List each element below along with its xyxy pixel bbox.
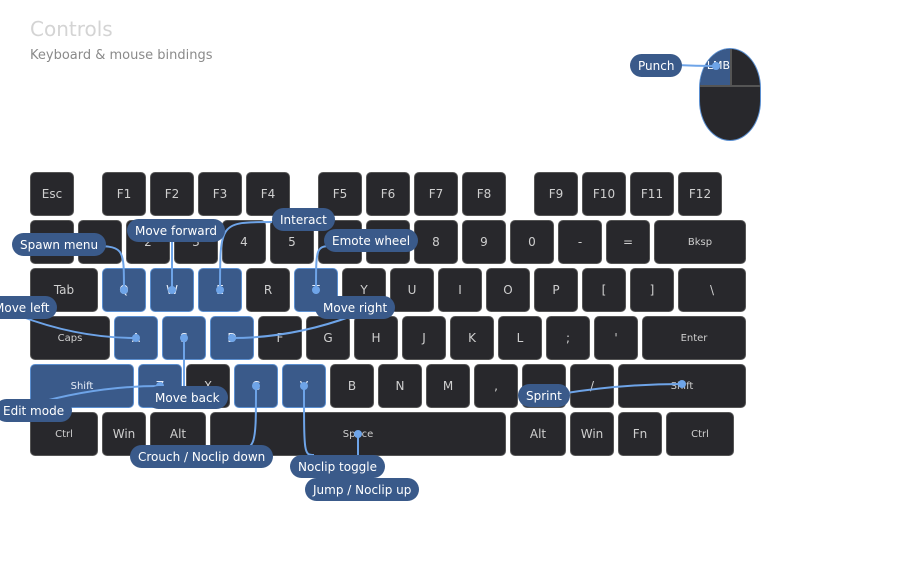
key-f9[interactable]: F9 bbox=[534, 172, 578, 216]
key-esc[interactable]: Esc bbox=[30, 172, 74, 216]
key-[interactable]: ; bbox=[546, 316, 590, 360]
key-f10[interactable]: F10 bbox=[582, 172, 626, 216]
key-[interactable]: ] bbox=[630, 268, 674, 312]
key-[interactable]: [ bbox=[582, 268, 626, 312]
mouse-divider bbox=[730, 49, 732, 85]
key-l[interactable]: L bbox=[498, 316, 542, 360]
key-caps[interactable]: Caps bbox=[30, 316, 110, 360]
key-4[interactable]: 4 bbox=[222, 220, 266, 264]
key-q[interactable]: Q bbox=[102, 268, 146, 312]
key-[interactable]: \ bbox=[678, 268, 746, 312]
binding-label-move-right[interactable]: Move right bbox=[315, 296, 396, 319]
key-tab[interactable]: Tab bbox=[30, 268, 98, 312]
key-9[interactable]: 9 bbox=[462, 220, 506, 264]
key-j[interactable]: J bbox=[402, 316, 446, 360]
binding-label-edit-mode[interactable]: Edit mode bbox=[0, 399, 73, 422]
key-v[interactable]: V bbox=[282, 364, 326, 408]
key-fn[interactable]: Fn bbox=[618, 412, 662, 456]
binding-label-move-forward[interactable]: Move forward bbox=[127, 219, 226, 242]
binding-label-move-left[interactable]: Move left bbox=[0, 296, 58, 319]
key-s[interactable]: S bbox=[162, 316, 206, 360]
key-d[interactable]: D bbox=[210, 316, 254, 360]
key-b[interactable]: B bbox=[330, 364, 374, 408]
key-ctrl[interactable]: Ctrl bbox=[666, 412, 734, 456]
mouse-left-button[interactable]: LMB bbox=[700, 49, 730, 85]
key-i[interactable]: I bbox=[438, 268, 482, 312]
binding-label-punch[interactable]: Punch bbox=[630, 54, 683, 77]
binding-label-crouch-noclip-down[interactable]: Crouch / Noclip down bbox=[130, 445, 274, 468]
key-n[interactable]: N bbox=[378, 364, 422, 408]
key-f12[interactable]: F12 bbox=[678, 172, 722, 216]
key-p[interactable]: P bbox=[534, 268, 578, 312]
binding-label-move-back[interactable]: Move back bbox=[147, 386, 228, 409]
key-h[interactable]: H bbox=[354, 316, 398, 360]
page-subtitle: Keyboard & mouse bindings bbox=[30, 48, 213, 63]
key-f2[interactable]: F2 bbox=[150, 172, 194, 216]
key-win[interactable]: Win bbox=[570, 412, 614, 456]
key-e[interactable]: E bbox=[198, 268, 242, 312]
key-[interactable]: - bbox=[558, 220, 602, 264]
key-f3[interactable]: F3 bbox=[198, 172, 242, 216]
mouse-diagram: LMB bbox=[699, 48, 761, 141]
binding-label-emote-wheel[interactable]: Emote wheel bbox=[324, 229, 419, 252]
key-0[interactable]: 0 bbox=[510, 220, 554, 264]
key-k[interactable]: K bbox=[450, 316, 494, 360]
key-c[interactable]: C bbox=[234, 364, 278, 408]
key-bksp[interactable]: Bksp bbox=[654, 220, 746, 264]
key-enter[interactable]: Enter bbox=[642, 316, 746, 360]
key-f[interactable]: F bbox=[258, 316, 302, 360]
key-a[interactable]: A bbox=[114, 316, 158, 360]
key-o[interactable]: O bbox=[486, 268, 530, 312]
key-8[interactable]: 8 bbox=[414, 220, 458, 264]
key-[interactable]: , bbox=[474, 364, 518, 408]
binding-label-spawn-menu[interactable]: Spawn menu bbox=[12, 233, 107, 256]
key-alt[interactable]: Alt bbox=[510, 412, 566, 456]
key-[interactable]: / bbox=[570, 364, 614, 408]
key-[interactable]: ' bbox=[594, 316, 638, 360]
mouse-divider bbox=[700, 85, 760, 87]
key-f8[interactable]: F8 bbox=[462, 172, 506, 216]
binding-label-interact[interactable]: Interact bbox=[272, 208, 335, 231]
key-f7[interactable]: F7 bbox=[414, 172, 458, 216]
key-u[interactable]: U bbox=[390, 268, 434, 312]
key-m[interactable]: M bbox=[426, 364, 470, 408]
key-f1[interactable]: F1 bbox=[102, 172, 146, 216]
key-g[interactable]: G bbox=[306, 316, 350, 360]
binding-label-sprint[interactable]: Sprint bbox=[518, 384, 570, 407]
binding-label-jump-noclip-up[interactable]: Jump / Noclip up bbox=[305, 478, 420, 501]
key-f11[interactable]: F11 bbox=[630, 172, 674, 216]
page-title: Controls bbox=[30, 17, 113, 41]
key-w[interactable]: W bbox=[150, 268, 194, 312]
key-f6[interactable]: F6 bbox=[366, 172, 410, 216]
key-[interactable]: = bbox=[606, 220, 650, 264]
binding-label-noclip-toggle[interactable]: Noclip toggle bbox=[290, 455, 386, 478]
key-shift[interactable]: Shift bbox=[618, 364, 746, 408]
key-r[interactable]: R bbox=[246, 268, 290, 312]
